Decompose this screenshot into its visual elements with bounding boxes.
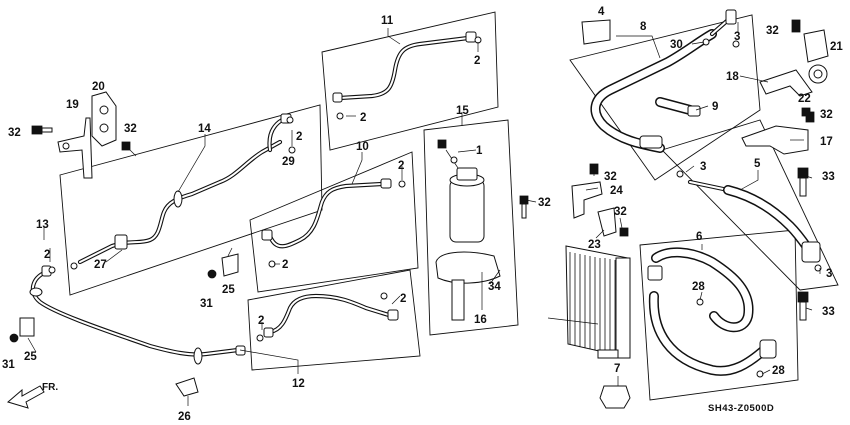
- leader-lines: [27, 22, 821, 406]
- callout-20: 20: [92, 81, 105, 93]
- callout-4: 4: [598, 6, 605, 18]
- group-boxes: [59, 11, 839, 401]
- pipe-13: [29, 265, 246, 365]
- callout-13: 13: [36, 219, 49, 231]
- receiver-bracket: [435, 251, 501, 321]
- box-pipe-14: [59, 104, 323, 296]
- arrow-icon: [6, 385, 45, 409]
- callout-10: 10: [356, 141, 369, 153]
- hose-6: [647, 247, 777, 376]
- bracket-24: [571, 163, 603, 219]
- callout-33: 33: [822, 306, 835, 318]
- callout-25: 25: [222, 284, 235, 296]
- callout-2: 2: [258, 315, 264, 327]
- callout-22: 22: [798, 93, 811, 105]
- callout-19: 19: [66, 99, 79, 111]
- hose-8: [590, 9, 737, 153]
- box-hose-6: [639, 229, 799, 401]
- diagram-code: SH43-Z0500D: [708, 403, 774, 414]
- bracket-17: [741, 111, 815, 155]
- box-hose-5: [661, 119, 839, 291]
- o-rings: [48, 36, 822, 378]
- callout-21: 21: [830, 41, 843, 53]
- fastener-25-left: [9, 317, 35, 343]
- callout-2: 2: [296, 131, 302, 143]
- callout-2: 2: [398, 160, 404, 172]
- front-direction-arrow: FR.: [6, 382, 58, 409]
- callout-9: 9: [712, 101, 718, 113]
- box-receiver-15: [423, 119, 519, 336]
- callout-34: 34: [488, 281, 501, 293]
- bracket-19: [57, 117, 93, 179]
- callout-5: 5: [754, 158, 761, 170]
- callout-3: 3: [700, 161, 706, 173]
- callout-12: 12: [292, 378, 305, 390]
- callout-30: 30: [670, 39, 683, 51]
- fastener-25-mid: [207, 253, 239, 279]
- callout-31: 31: [200, 298, 213, 310]
- clamp-20: [91, 91, 117, 147]
- callout-3: 3: [826, 268, 832, 280]
- fastener-26: [175, 377, 199, 397]
- callout-26: 26: [178, 411, 191, 423]
- callout-3: 3: [734, 31, 740, 43]
- box-pipe-12: [247, 269, 421, 371]
- bolt-32-drier: [519, 195, 529, 219]
- bolt-32-upper-right: [801, 107, 811, 117]
- callout-18: 18: [726, 71, 739, 83]
- clamp-21-22: [791, 19, 829, 84]
- receiver-drier: [437, 139, 485, 243]
- callout-2: 2: [474, 55, 480, 67]
- label-plate-4: [581, 19, 611, 45]
- callout-2: 2: [400, 293, 406, 305]
- direction-label: FR.: [42, 382, 58, 393]
- bracket-23: [597, 207, 629, 237]
- callout-8: 8: [640, 21, 647, 33]
- callout-32: 32: [766, 25, 779, 37]
- callout-16: 16: [474, 314, 487, 326]
- bolt-32-mid: [121, 141, 137, 157]
- pipe-11: [332, 31, 477, 103]
- callout-28: 28: [692, 281, 705, 293]
- callout-28: 28: [772, 365, 785, 377]
- bracket-18: [759, 69, 813, 97]
- pipe-12: [263, 293, 399, 338]
- callout-14: 14: [198, 123, 211, 135]
- bolt-33-lower: [797, 291, 809, 321]
- callout-24: 24: [610, 185, 623, 197]
- callout-32: 32: [124, 123, 137, 135]
- callout-32: 32: [8, 127, 21, 139]
- callout-2: 2: [44, 249, 50, 261]
- box-pipe-10: [249, 151, 419, 293]
- callout-23: 23: [588, 239, 601, 251]
- callout-2: 2: [360, 112, 366, 124]
- callout-29: 29: [282, 156, 295, 168]
- hose-9: [655, 97, 701, 117]
- callout-32: 32: [820, 109, 833, 121]
- callout-31: 31: [2, 359, 15, 371]
- callout-15: 15: [456, 105, 469, 117]
- box-pipe-11: [321, 11, 499, 151]
- callout-11: 11: [381, 15, 394, 27]
- callout-32: 32: [538, 197, 551, 209]
- callout-7: 7: [614, 363, 620, 375]
- condenser: [565, 245, 631, 409]
- callout-25: 25: [24, 351, 37, 363]
- callout-27: 27: [94, 259, 107, 271]
- callout-6: 6: [696, 231, 702, 243]
- callout-2: 2: [282, 259, 288, 271]
- hose-5: [687, 179, 821, 263]
- bolt-32-left: [31, 125, 53, 135]
- bolt-33-upper: [797, 167, 809, 197]
- callout-17: 17: [820, 136, 833, 148]
- callout-1: 1: [476, 145, 483, 157]
- callout-numbers: 11 2 2 20 19 32 32 14 2 29 10 2 13 2 27 …: [2, 6, 843, 423]
- callout-33: 33: [822, 171, 835, 183]
- callout-32: 32: [614, 206, 627, 218]
- pipe-10: [261, 178, 392, 249]
- callout-32: 32: [604, 171, 617, 183]
